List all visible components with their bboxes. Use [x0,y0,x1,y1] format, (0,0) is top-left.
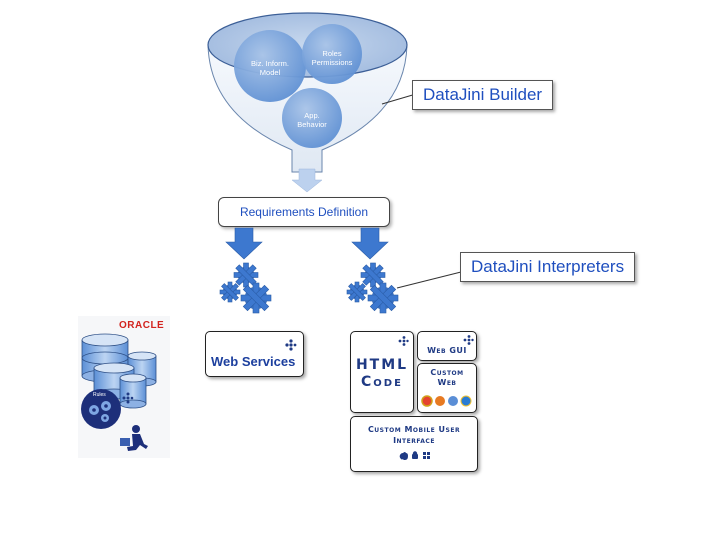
down-arrow-icon [291,168,323,193]
builder-leader-line [381,93,417,105]
custom-mobile-card: Custom Mobile User Interface [350,416,478,472]
interpreters-callout: DataJini Interpreters [460,252,636,282]
firefox-icon [435,396,445,406]
gears-left-icon [219,262,272,314]
html-code-line2: Code [361,374,403,390]
apple-icon [399,452,408,460]
gears-right-icon [346,262,399,314]
chrome-icon [421,395,433,407]
interpreters-leader-line [396,271,462,289]
datajini-logo-icon [463,335,474,345]
mobile-line1: Custom Mobile User [367,425,461,434]
circle-biz-model [234,30,306,102]
rules-gears-icon [81,389,121,429]
custom-web-line1: Custom [430,368,464,377]
rules-label: Rules [93,392,106,398]
circle-label-behavior: App. Behavior [297,111,327,129]
android-icon [412,451,418,459]
circle-behavior [282,88,342,148]
circle-label-biz-model: Biz. Inform. Model [251,59,289,77]
datajini-logo-icon [285,339,297,351]
requirements-definition-box: Requirements Definition [218,197,390,227]
datajini-logo-icon [398,336,409,346]
funnel-diagram [207,12,408,173]
web-services-card: Web Services [205,331,304,377]
web-services-label: Web Services [211,354,296,369]
oracle-logo: ORACLE [119,320,165,331]
html-code-card: HTML Code [350,331,414,413]
circle-label-roles: Roles Permissions [311,49,353,67]
developer-figure-icon [120,425,148,451]
down-arrow-left-icon [225,227,263,260]
database-logo-icon [122,392,134,404]
down-arrow-right-icon [351,227,389,260]
browser-icons [421,395,472,407]
safari-icon [448,396,458,406]
web-gui-label: Web GUI [427,346,467,355]
mobile-line2: Interface [393,436,435,445]
html-code-line1: HTML [355,357,409,373]
mobile-platform-icons [399,451,430,460]
builder-callout: DataJini Builder [412,80,554,110]
custom-web-card: Custom Web [417,363,477,413]
windows-icon [423,452,430,459]
web-gui-card: Web GUI [417,331,477,361]
ie-icon [460,395,472,407]
custom-web-line2: Web [437,378,457,387]
circle-roles [302,24,362,84]
